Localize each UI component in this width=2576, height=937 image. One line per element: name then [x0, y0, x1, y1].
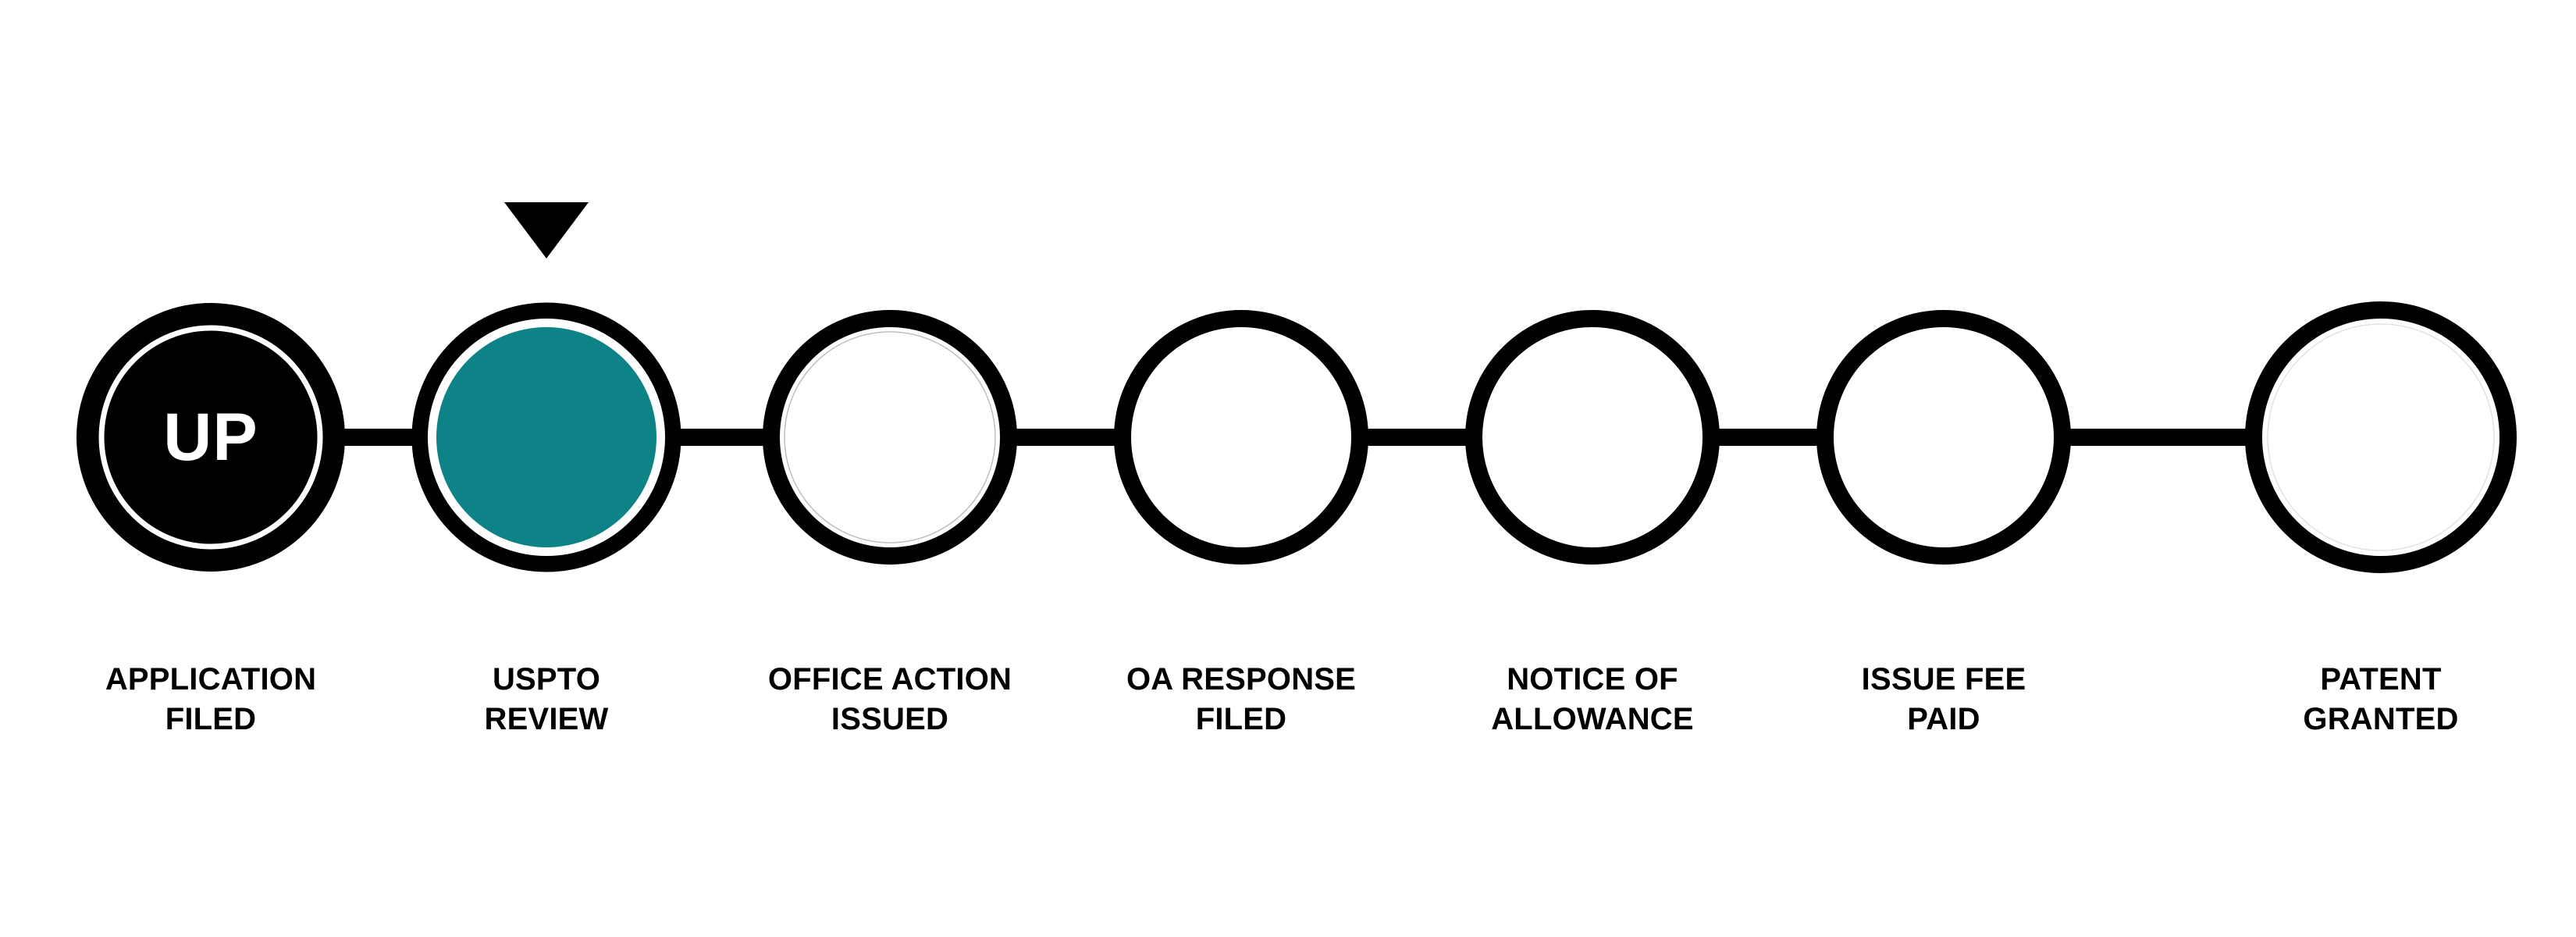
- step-2-white-gap-ring: [428, 319, 665, 556]
- step-node-issue-fee-paid[interactable]: [1816, 310, 2071, 565]
- step-label-notice-of-allowance: NOTICE OF ALLOWANCE: [1401, 660, 1784, 739]
- step-label-line: ISSUED: [831, 702, 949, 737]
- step-label-oa-response-filed: OA RESPONSE FILED: [1050, 660, 1432, 739]
- connector-3-4: [1016, 429, 1116, 446]
- step-label-line: PATENT: [2320, 662, 2442, 697]
- step-1-inner-ring: [98, 325, 323, 550]
- connector-group: [337, 429, 2248, 446]
- step-node-office-action-issued[interactable]: [763, 310, 1017, 565]
- connector-1-2: [337, 429, 429, 446]
- step-2-outer-ring: [411, 302, 681, 572]
- step-label-line: ISSUE FEE: [1861, 662, 2026, 697]
- step-label-line: PAID: [1907, 702, 1980, 737]
- step-2-fill-current: [436, 327, 656, 547]
- step-label-line: OA RESPONSE: [1126, 662, 1357, 697]
- step-label-line: FILED: [1195, 702, 1287, 737]
- step-node-patent-granted[interactable]: [2245, 301, 2517, 573]
- step-4-outer-ring: [1114, 310, 1368, 565]
- connector-5-6: [1719, 429, 1819, 446]
- step-6-outer-ring: [1816, 310, 2071, 565]
- step-label-line: OFFICE ACTION: [767, 662, 1012, 697]
- step-label-line: REVIEW: [484, 702, 609, 737]
- step-3-inner-hairline: [784, 331, 996, 543]
- step-3-outer-ring: [763, 310, 1017, 565]
- step-label-line: APPLICATION: [105, 662, 317, 697]
- step-7-inner-hairline: [2267, 323, 2495, 551]
- step-label-line: USPTO: [492, 662, 601, 697]
- step-label-line: NOTICE OF: [1507, 662, 1678, 697]
- step-label-uspto-review: USPTO REVIEW: [359, 660, 734, 739]
- step-5-outer-ring: [1465, 310, 1720, 565]
- step-7-outer-ring: [2245, 301, 2517, 573]
- current-step-marker-triangle-down-icon: [504, 202, 589, 258]
- step-label-application-filed: APPLICATION FILED: [0, 660, 422, 739]
- connector-2-3: [673, 429, 773, 446]
- step-node-application-filed[interactable]: UP: [76, 303, 345, 572]
- connector-6-7: [2070, 429, 2248, 446]
- step-node-uspto-review[interactable]: [411, 202, 681, 572]
- step-label-line: ALLOWANCE: [1491, 702, 1694, 737]
- step-node-oa-response-filed[interactable]: [1114, 310, 1368, 565]
- step-label-office-action-issued: OFFICE ACTION ISSUED: [695, 660, 1085, 739]
- step-node-notice-of-allowance[interactable]: [1465, 310, 1720, 565]
- step-label-issue-fee-paid: ISSUE FEE PAID: [1752, 660, 2135, 739]
- step-label-patent-granted: PATENT GRANTED: [2186, 660, 2576, 739]
- step-label-line: GRANTED: [2303, 702, 2459, 737]
- step-1-up-badge-text: UP: [163, 400, 258, 475]
- connector-4-5: [1368, 429, 1468, 446]
- step-label-line: FILED: [165, 702, 257, 737]
